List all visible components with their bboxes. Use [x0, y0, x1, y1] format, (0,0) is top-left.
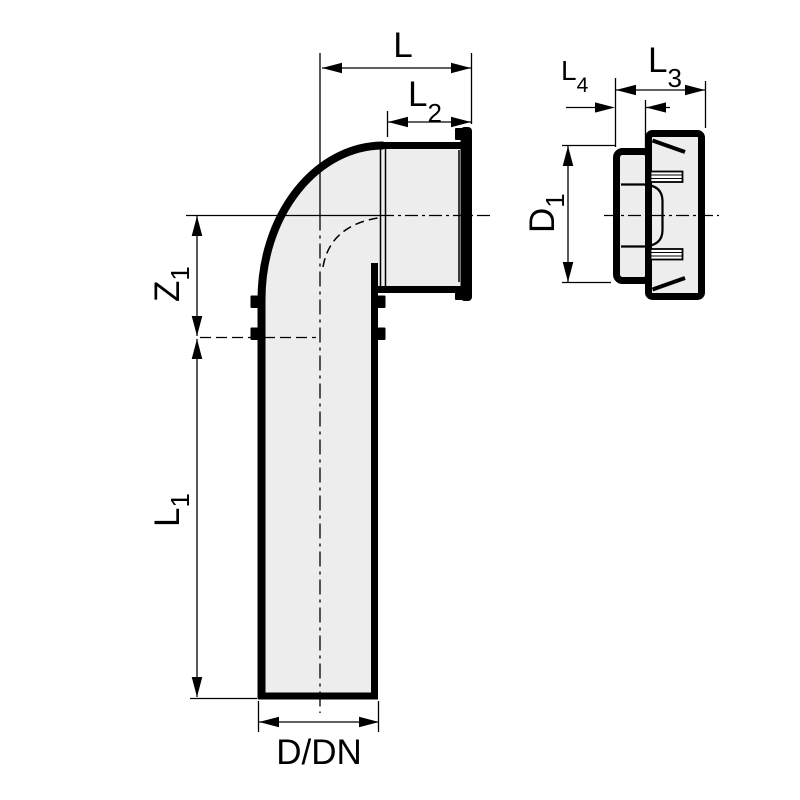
- pipe-nub-left-upper: [250, 295, 259, 308]
- arrow-left-icon: [646, 102, 666, 113]
- socket-rim-lip-bottom: [455, 288, 462, 300]
- inner-bend-hidden-arc: [322, 216, 381, 268]
- pipe-nub-right-upper: [377, 295, 386, 308]
- pipe-nub-right-lower: [377, 327, 386, 340]
- arrow-left-icon: [616, 84, 636, 96]
- dimension-L4: L4: [561, 55, 670, 150]
- dim-L3-label: L3: [648, 41, 682, 93]
- dim-L4-label: L4: [561, 55, 589, 97]
- arrow-right-icon: [359, 716, 379, 728]
- elbow-left-and-arc-outline: [257, 141, 384, 699]
- arrow-down-icon: [191, 677, 203, 697]
- dimension-L2: L2: [386, 75, 471, 137]
- dim-D1-label: D1: [523, 193, 570, 233]
- chamfer-bottom: [651, 276, 686, 292]
- arrow-left-icon: [322, 62, 342, 74]
- arrow-up-icon: [191, 339, 203, 359]
- dim-L-label: L: [393, 26, 412, 65]
- dim-L1-label: L1: [148, 493, 195, 527]
- dim-Z1-label: Z1: [148, 266, 195, 302]
- arrow-down-icon: [562, 262, 574, 282]
- side-view: L3 L4 D1: [523, 41, 719, 300]
- dim-L2-label: L2: [408, 75, 442, 128]
- arrow-right-icon: [451, 62, 471, 74]
- arrow-down-icon: [191, 316, 203, 336]
- socket-mouth-rim: [460, 127, 472, 301]
- dimension-D1: D1: [523, 144, 616, 284]
- dimension-Z1: Z1: [148, 216, 203, 336]
- arrow-up-icon: [191, 216, 203, 236]
- arrow-left-icon: [388, 116, 408, 128]
- arrow-right-icon: [685, 84, 705, 96]
- dimension-L1: L1: [148, 339, 257, 700]
- chamfer-top: [651, 138, 686, 154]
- dimension-L3: L3: [614, 41, 707, 147]
- dimension-DDN: D/DN: [257, 701, 380, 772]
- seal-ridge-top: [649, 170, 684, 183]
- arrow-right-icon: [595, 102, 615, 113]
- arrow-left-icon: [259, 716, 279, 728]
- arrow-up-icon: [562, 146, 574, 166]
- dimension-L: L: [322, 26, 473, 124]
- dim-DDN-label: D/DN: [276, 733, 362, 772]
- socket-rim-lip-top: [455, 128, 462, 140]
- seal-ridge-bottom: [649, 248, 684, 261]
- elbow-body-fill: [261, 145, 463, 696]
- arrow-right-icon: [451, 116, 471, 128]
- front-view: L L2 Z1 L1: [148, 26, 491, 772]
